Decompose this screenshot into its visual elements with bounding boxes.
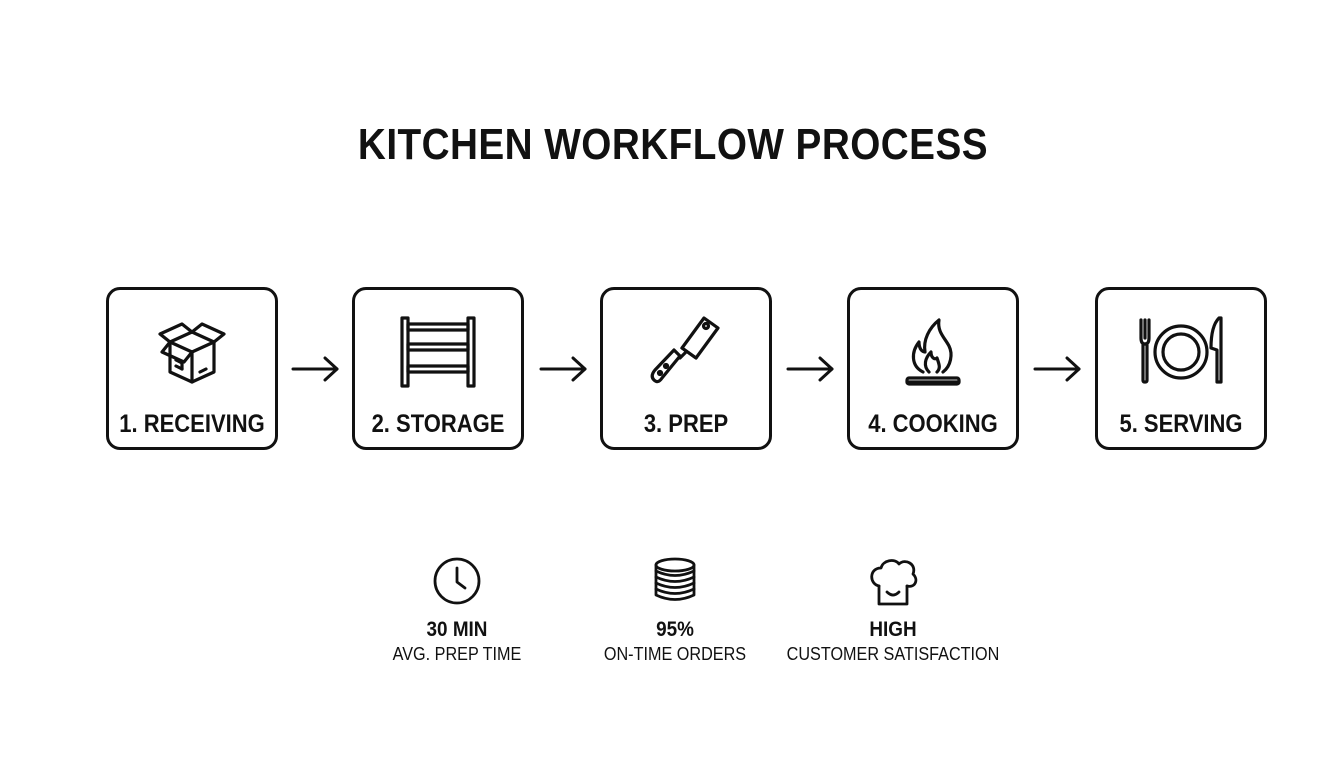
metric-caption: AVG. PREP TIME	[392, 644, 522, 664]
arrow-right-icon	[537, 352, 589, 386]
step-label: 5. SERVING	[1119, 410, 1243, 438]
step-cooking: 4. COOKING	[847, 287, 1019, 450]
plate-fork-knife-icon	[1131, 312, 1231, 392]
arrow-right-icon	[289, 352, 341, 386]
step-receiving: 1. RECEIVING	[106, 287, 278, 450]
chef-hat-icon	[865, 556, 921, 608]
metric-prep-time: 30 MIN AVG. PREP TIME	[337, 556, 577, 665]
metric-on-time-orders: 95% ON-TIME ORDERS	[555, 556, 795, 665]
metric-caption: CUSTOMER SATISFACTION	[786, 644, 1000, 664]
page-title: KITCHEN WORKFLOW PROCESS	[357, 120, 988, 169]
metric-value: HIGH	[869, 618, 917, 641]
metric-value: 30 MIN	[426, 618, 488, 641]
step-label: 2. STORAGE	[371, 410, 505, 438]
metric-caption: ON-TIME ORDERS	[603, 644, 747, 664]
step-label: 4. COOKING	[868, 410, 998, 438]
stacked-plates-icon	[647, 556, 703, 608]
flame-burner-icon	[883, 312, 983, 392]
step-prep: 3. PREP	[600, 287, 772, 450]
metric-value: 95%	[656, 618, 694, 641]
metric-customer-satisfaction: HIGH CUSTOMER SATISFACTION	[773, 556, 1013, 665]
shelving-icon	[388, 312, 488, 392]
step-label: 3. PREP	[643, 410, 729, 438]
cleaver-knife-icon	[636, 312, 736, 392]
step-serving: 5. SERVING	[1095, 287, 1267, 450]
box-icon	[142, 312, 242, 392]
arrow-right-icon	[1031, 352, 1083, 386]
arrow-right-icon	[784, 352, 836, 386]
clock-icon	[429, 556, 485, 608]
step-label: 1. RECEIVING	[119, 410, 265, 438]
step-storage: 2. STORAGE	[352, 287, 524, 450]
